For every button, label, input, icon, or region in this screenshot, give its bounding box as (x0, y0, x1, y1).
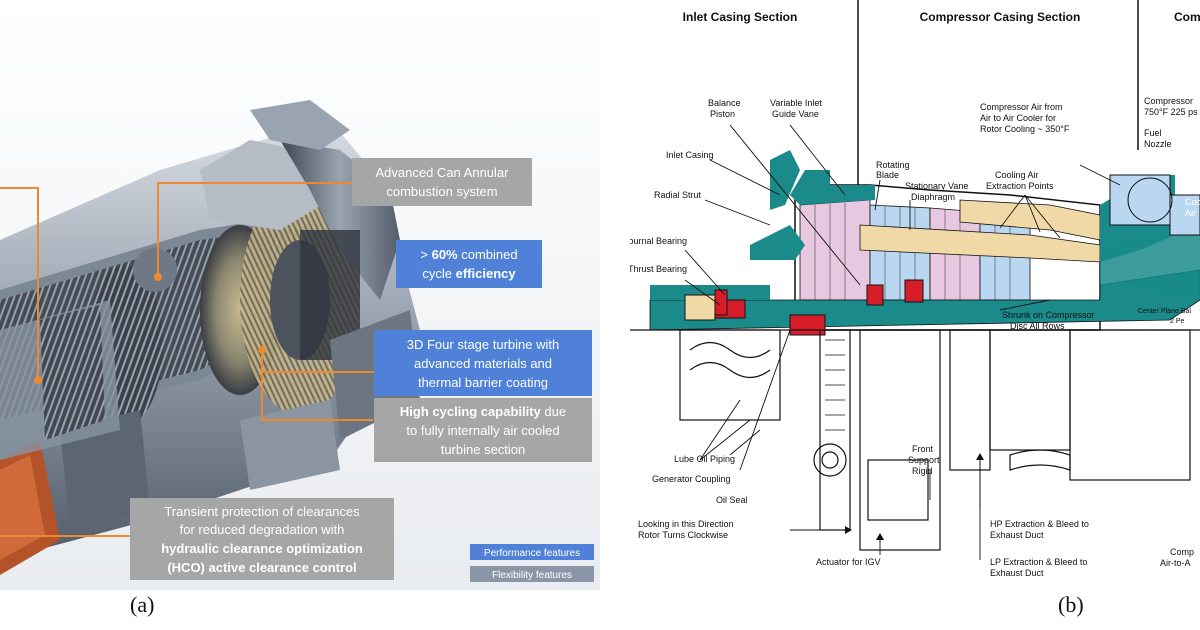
callout-cycling-line3: turbine section (441, 442, 526, 457)
callout-clearance-line3: hydraulic clearance optimization (161, 541, 363, 556)
panel-a-gas-turbine-cutaway: Advanced Can Annular combustion system >… (0, 0, 600, 590)
label-looking-2: Rotor Turns Clockwise (638, 530, 728, 540)
label-fuel-nozzle-2: Nozzle (1144, 139, 1172, 149)
caption-a: (a) (130, 592, 155, 617)
label-oil-seal: Oil Seal (716, 495, 748, 505)
label-journal-bearing: Journal Bearing (630, 236, 687, 246)
panel-b-svg: Inlet Casing Section Compressor Casing S… (624, 0, 1200, 590)
legend-performance-label: Performance features (484, 548, 580, 559)
gas-turbine-cutaway-illustration (0, 100, 420, 575)
label-center-plane-1: Center Plane Bal (1138, 308, 1191, 315)
label-front-support-2: Support (908, 455, 940, 465)
callout-four-stage-turbine: 3D Four stage turbine with advanced mate… (374, 330, 592, 396)
label-fuel-nozzle-1: Fuel (1144, 128, 1162, 138)
label-rotating-blade-1: Rotating (876, 160, 910, 170)
callout-clearance-line2: for reduced degradation with (180, 522, 345, 537)
annotation-leader-lines (684, 124, 1121, 560)
caption-b: (b) (1058, 592, 1084, 617)
label-looking-1: Looking in this Direction (638, 519, 734, 529)
label-balance-piston-1: Balance (708, 98, 741, 108)
orange-leader-lines (0, 182, 380, 537)
callout-turbine-line1: 3D Four stage turbine with (407, 337, 559, 352)
callout-cycling-line2: to fully internally air cooled (406, 423, 559, 438)
header-inlet-casing: Inlet Casing Section (683, 10, 798, 24)
callout-efficiency: > 60% combined cycle efficiency (396, 240, 542, 288)
legend: Performance features Flexibility feature… (470, 544, 594, 582)
label-cooling-air-2: Extraction Points (986, 181, 1054, 191)
callout-clearance-control: Transient protection of clearances for r… (130, 498, 394, 580)
leader-endpoint-dots (34, 273, 266, 384)
label-center-plane-2: 2 Pe (1170, 318, 1185, 325)
label-hp-extraction-2: Exhaust Duct (990, 530, 1044, 540)
callout-cycling-line1: High cycling capability due (400, 404, 566, 419)
legend-flexibility-label: Flexibility features (492, 570, 572, 581)
legend-swatch-flexibility (470, 566, 594, 582)
label-cooling-right-2: Air (1185, 208, 1196, 218)
label-comp-bottom-2: Air-to-A (1160, 558, 1191, 568)
callout-turbine-line3: thermal barrier coating (418, 375, 548, 390)
annotation-labels: Balance Piston Variable Inlet Guide Vane… (624, 96, 1200, 578)
compressor-cross-section (630, 150, 1200, 551)
label-front-support-1: Front (912, 444, 934, 454)
label-actuator-igv: Actuator for IGV (816, 557, 881, 567)
label-lp-extraction-1: LP Extraction & Bleed to (990, 557, 1087, 567)
label-compressor-air-2: Air to Air Cooler for (980, 113, 1056, 123)
label-compressor-air-3: Rotor Cooling ~ 350°F (980, 124, 1070, 134)
label-compressor-air-1: Compressor Air from (980, 102, 1063, 112)
label-thrust-bearing: Thrust Bearing (630, 264, 687, 274)
label-shrunk-1: Shrunk on Compressor (1002, 310, 1095, 320)
callout-clearance-line4: (HCO) active clearance control (167, 560, 356, 575)
label-generator-coupling: Generator Coupling (652, 474, 731, 484)
label-stationary-vane-1: Stationary Vane (905, 181, 968, 191)
label-hp-extraction-1: HP Extraction & Bleed to (990, 519, 1089, 529)
legend-swatch-performance (470, 544, 594, 560)
callout-combustion-line2: combustion system (386, 184, 497, 199)
panel-a-svg: Advanced Can Annular combustion system >… (0, 0, 600, 590)
label-inlet-casing: Inlet Casing (666, 150, 714, 160)
label-comp-bottom-1: Comp (1170, 547, 1194, 557)
callout-combustion-system: Advanced Can Annular combustion system (352, 158, 532, 206)
label-shrunk-2: Disc All Rows (1010, 321, 1065, 331)
label-compressor-top-1: Compressor (1144, 96, 1193, 106)
header-combustion-partial: Comb (1174, 10, 1200, 24)
label-front-support-3: Rigid (912, 466, 933, 476)
label-radial-strut: Radial Strut (654, 190, 702, 200)
callout-clearance-line1: Transient protection of clearances (164, 504, 360, 519)
label-rotating-blade-2: Blade (876, 170, 899, 180)
label-lube-oil: Lube Oil Piping (674, 454, 735, 464)
label-variable-inlet-2: Guide Vane (772, 109, 819, 119)
callout-high-cycling: High cycling capability due to fully int… (374, 398, 592, 462)
label-cooling-right-1: Coolin (1185, 197, 1200, 207)
label-compressor-top-2: 750°F 225 ps (1144, 107, 1198, 117)
label-cooling-air-1: Cooling Air (995, 170, 1039, 180)
panel-b-compressor-section-diagram: Inlet Casing Section Compressor Casing S… (624, 0, 1200, 590)
label-stationary-vane-2: Diaphragm (911, 192, 955, 202)
callout-combustion-line1: Advanced Can Annular (376, 165, 510, 180)
header-compressor-casing: Compressor Casing Section (920, 10, 1081, 24)
callout-efficiency-line2: cycle efficiency (422, 266, 516, 281)
callout-turbine-line2: advanced materials and (414, 356, 552, 371)
callout-efficiency-line1: > 60% combined (420, 247, 517, 262)
label-variable-inlet-1: Variable Inlet (770, 98, 822, 108)
annotation-arrowheads (845, 453, 984, 540)
label-lp-extraction-2: Exhaust Duct (990, 568, 1044, 578)
label-balance-piston-2: Piston (710, 109, 735, 119)
